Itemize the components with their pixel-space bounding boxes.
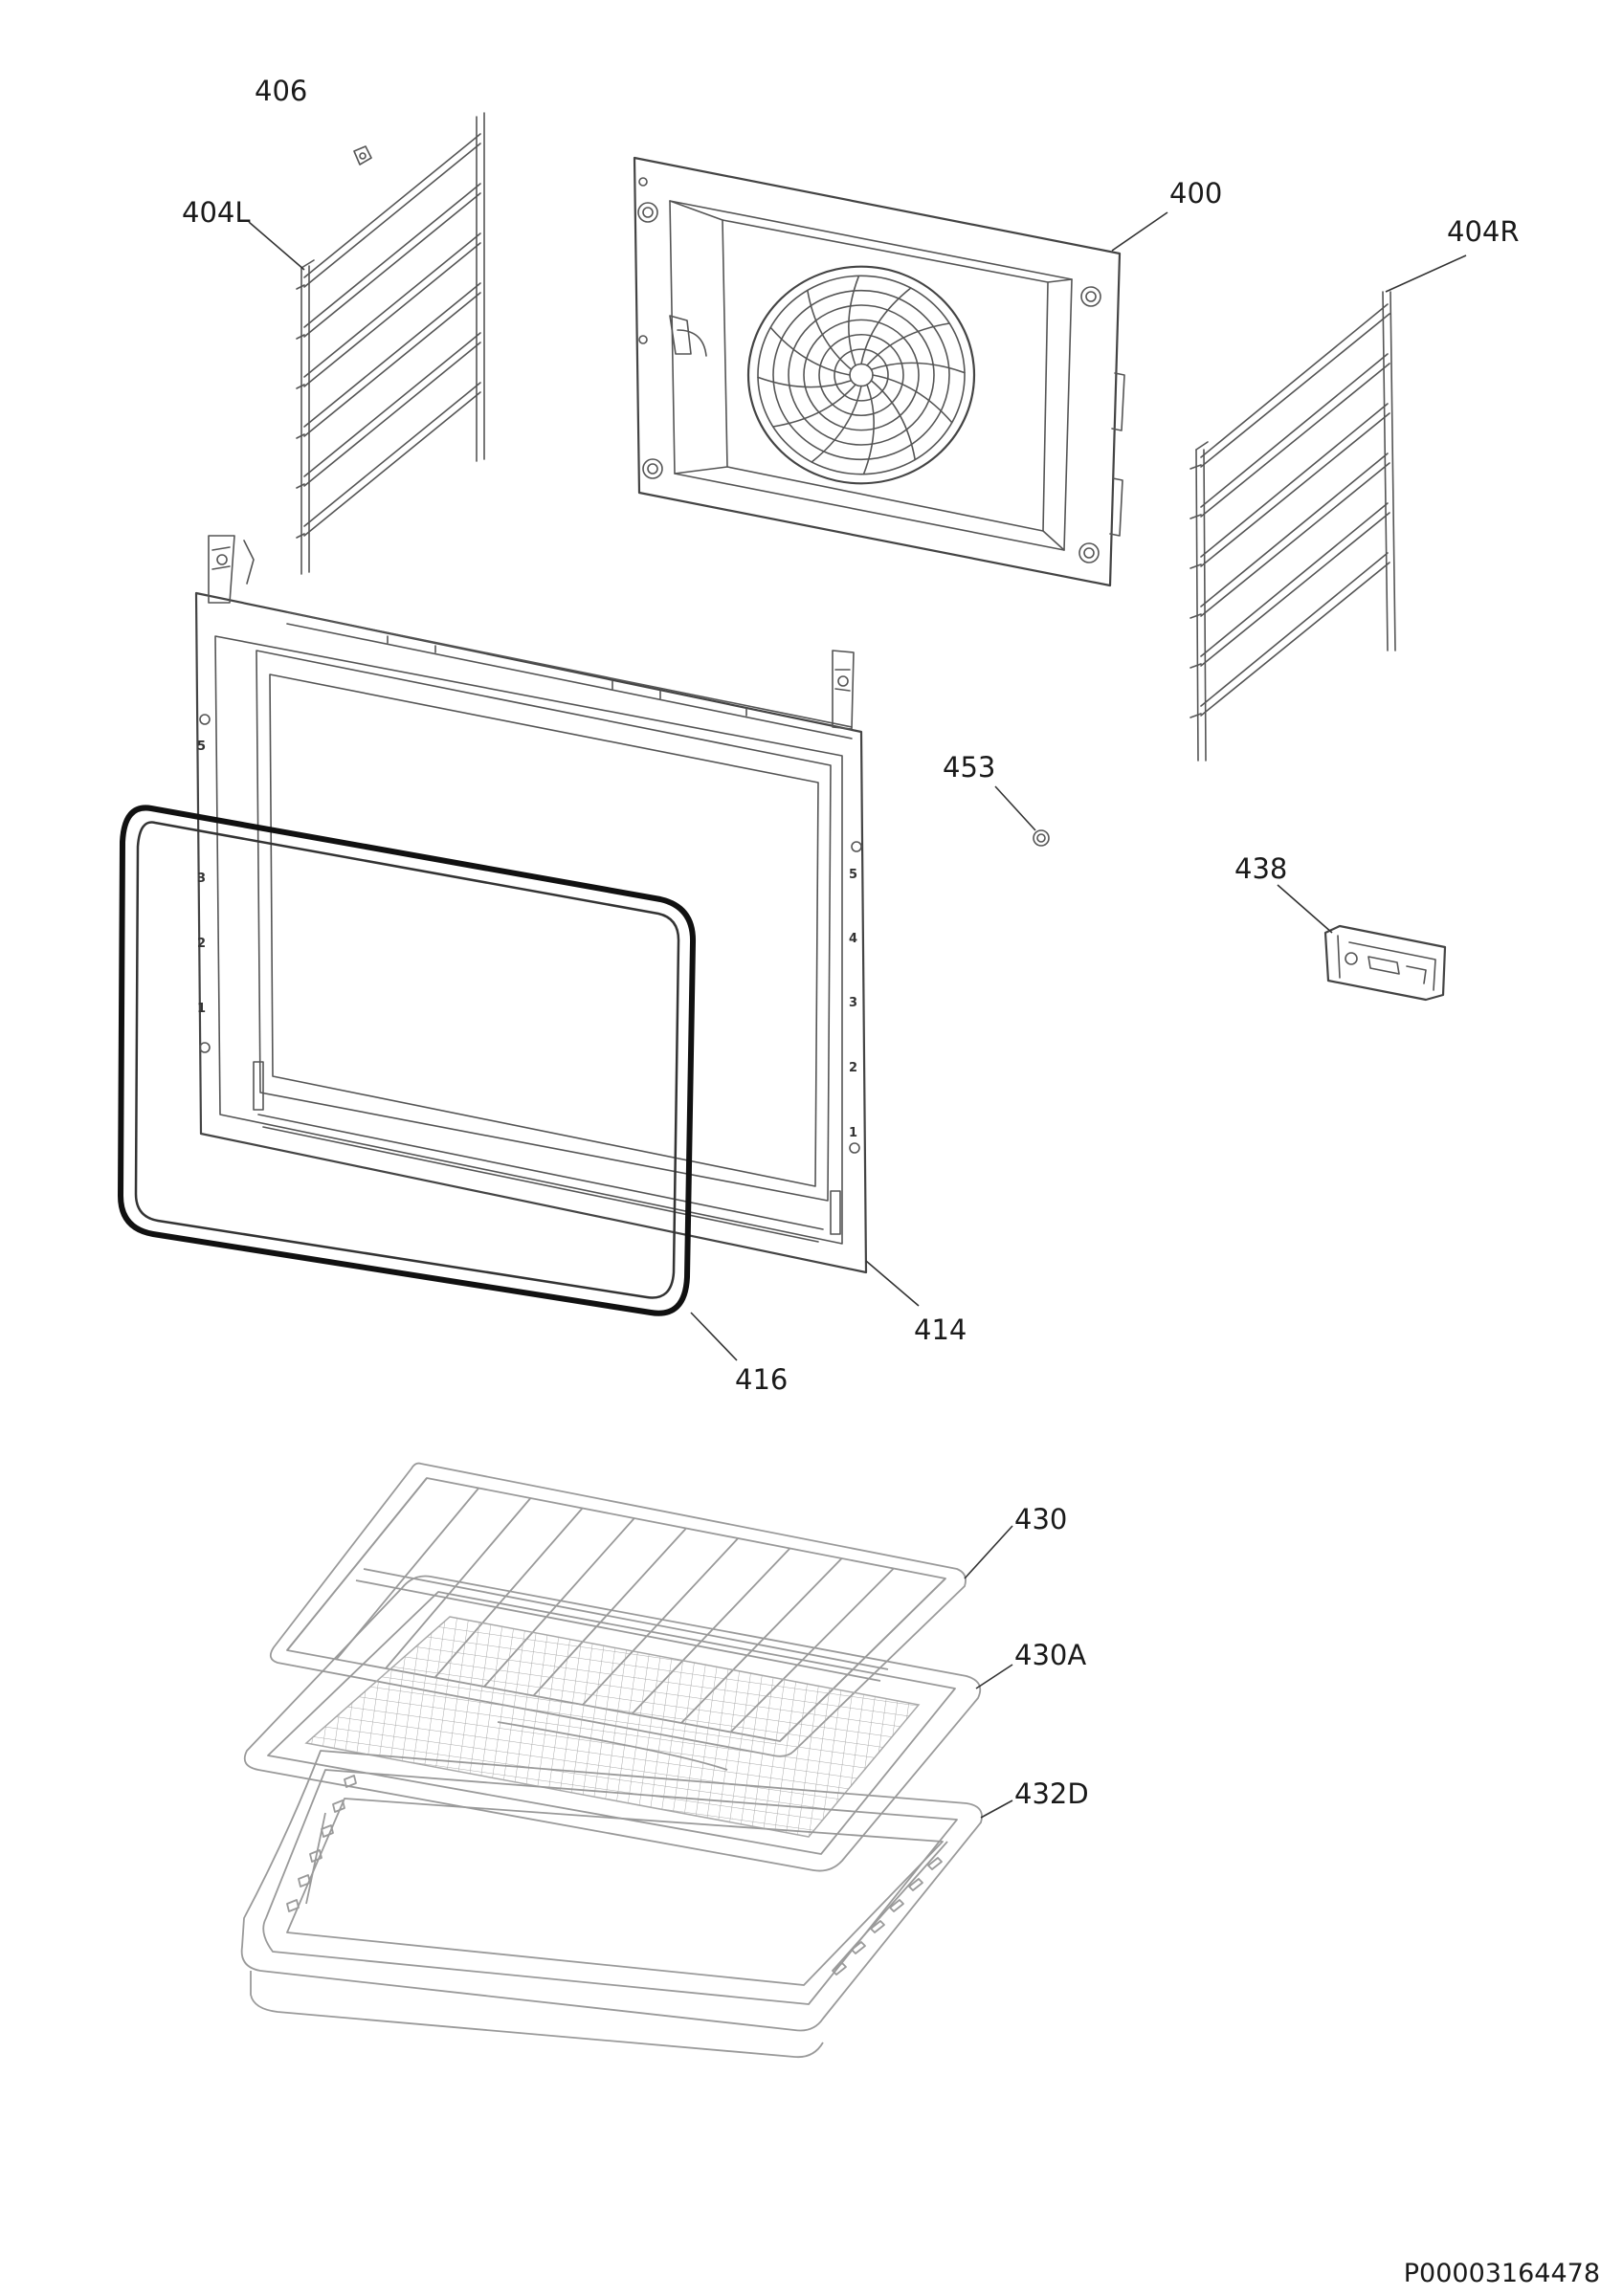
label-416: 416: [735, 1363, 788, 1396]
part-432d-baking-tray: [240, 1750, 983, 2059]
label-432d: 432D: [1014, 1777, 1089, 1810]
shelf-mark-left-2: 2: [197, 937, 206, 951]
label-430a: 430A: [1014, 1639, 1086, 1671]
part-404r-shelf-support: [1189, 291, 1396, 762]
reference-code: P00003164478: [1404, 2259, 1600, 2288]
shelf-mark-left-5: 5: [197, 740, 206, 754]
shelf-mark-left-3: 3: [197, 872, 206, 886]
shelf-mark-right-4: 4: [849, 932, 857, 946]
label-414: 414: [914, 1314, 967, 1346]
shelf-mark-right-1: 1: [849, 1126, 857, 1140]
leader-lines: [248, 211, 1467, 1819]
part-404l-shelf-support: [296, 112, 485, 575]
shelf-mark-right-5: 5: [849, 868, 857, 882]
part-453-screw: [1033, 829, 1050, 847]
label-438: 438: [1234, 852, 1287, 885]
part-416-door-gasket: [118, 805, 697, 1316]
shelf-mark-right-2: 2: [849, 1061, 857, 1075]
label-453: 453: [943, 751, 995, 784]
label-404l: 404L: [182, 196, 251, 229]
part-430a-mesh-tray: [243, 1575, 982, 1872]
part-414-front-frame: [194, 535, 868, 1274]
part-438-hinge-receiver: [1323, 924, 1447, 1002]
shelf-mark-left-1: 1: [197, 1002, 206, 1016]
label-404r: 404R: [1447, 215, 1520, 248]
part-406-clip: [353, 145, 372, 166]
fan-cover-grille: [746, 265, 976, 485]
label-406: 406: [255, 75, 307, 107]
label-430: 430: [1014, 1503, 1067, 1535]
part-400-back-panel: [633, 156, 1125, 587]
shelf-mark-right-3: 3: [849, 996, 857, 1010]
label-400: 400: [1169, 177, 1222, 210]
